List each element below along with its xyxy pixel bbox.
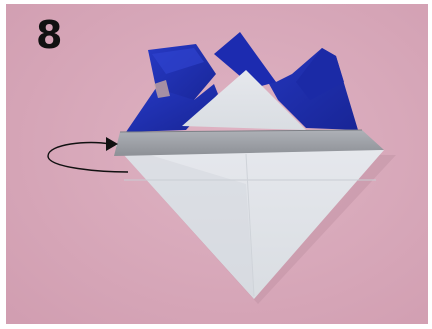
step-number: 8 — [36, 16, 62, 54]
origami-photo: 8 — [6, 4, 428, 324]
origami-kabuto-illustration — [6, 4, 428, 324]
